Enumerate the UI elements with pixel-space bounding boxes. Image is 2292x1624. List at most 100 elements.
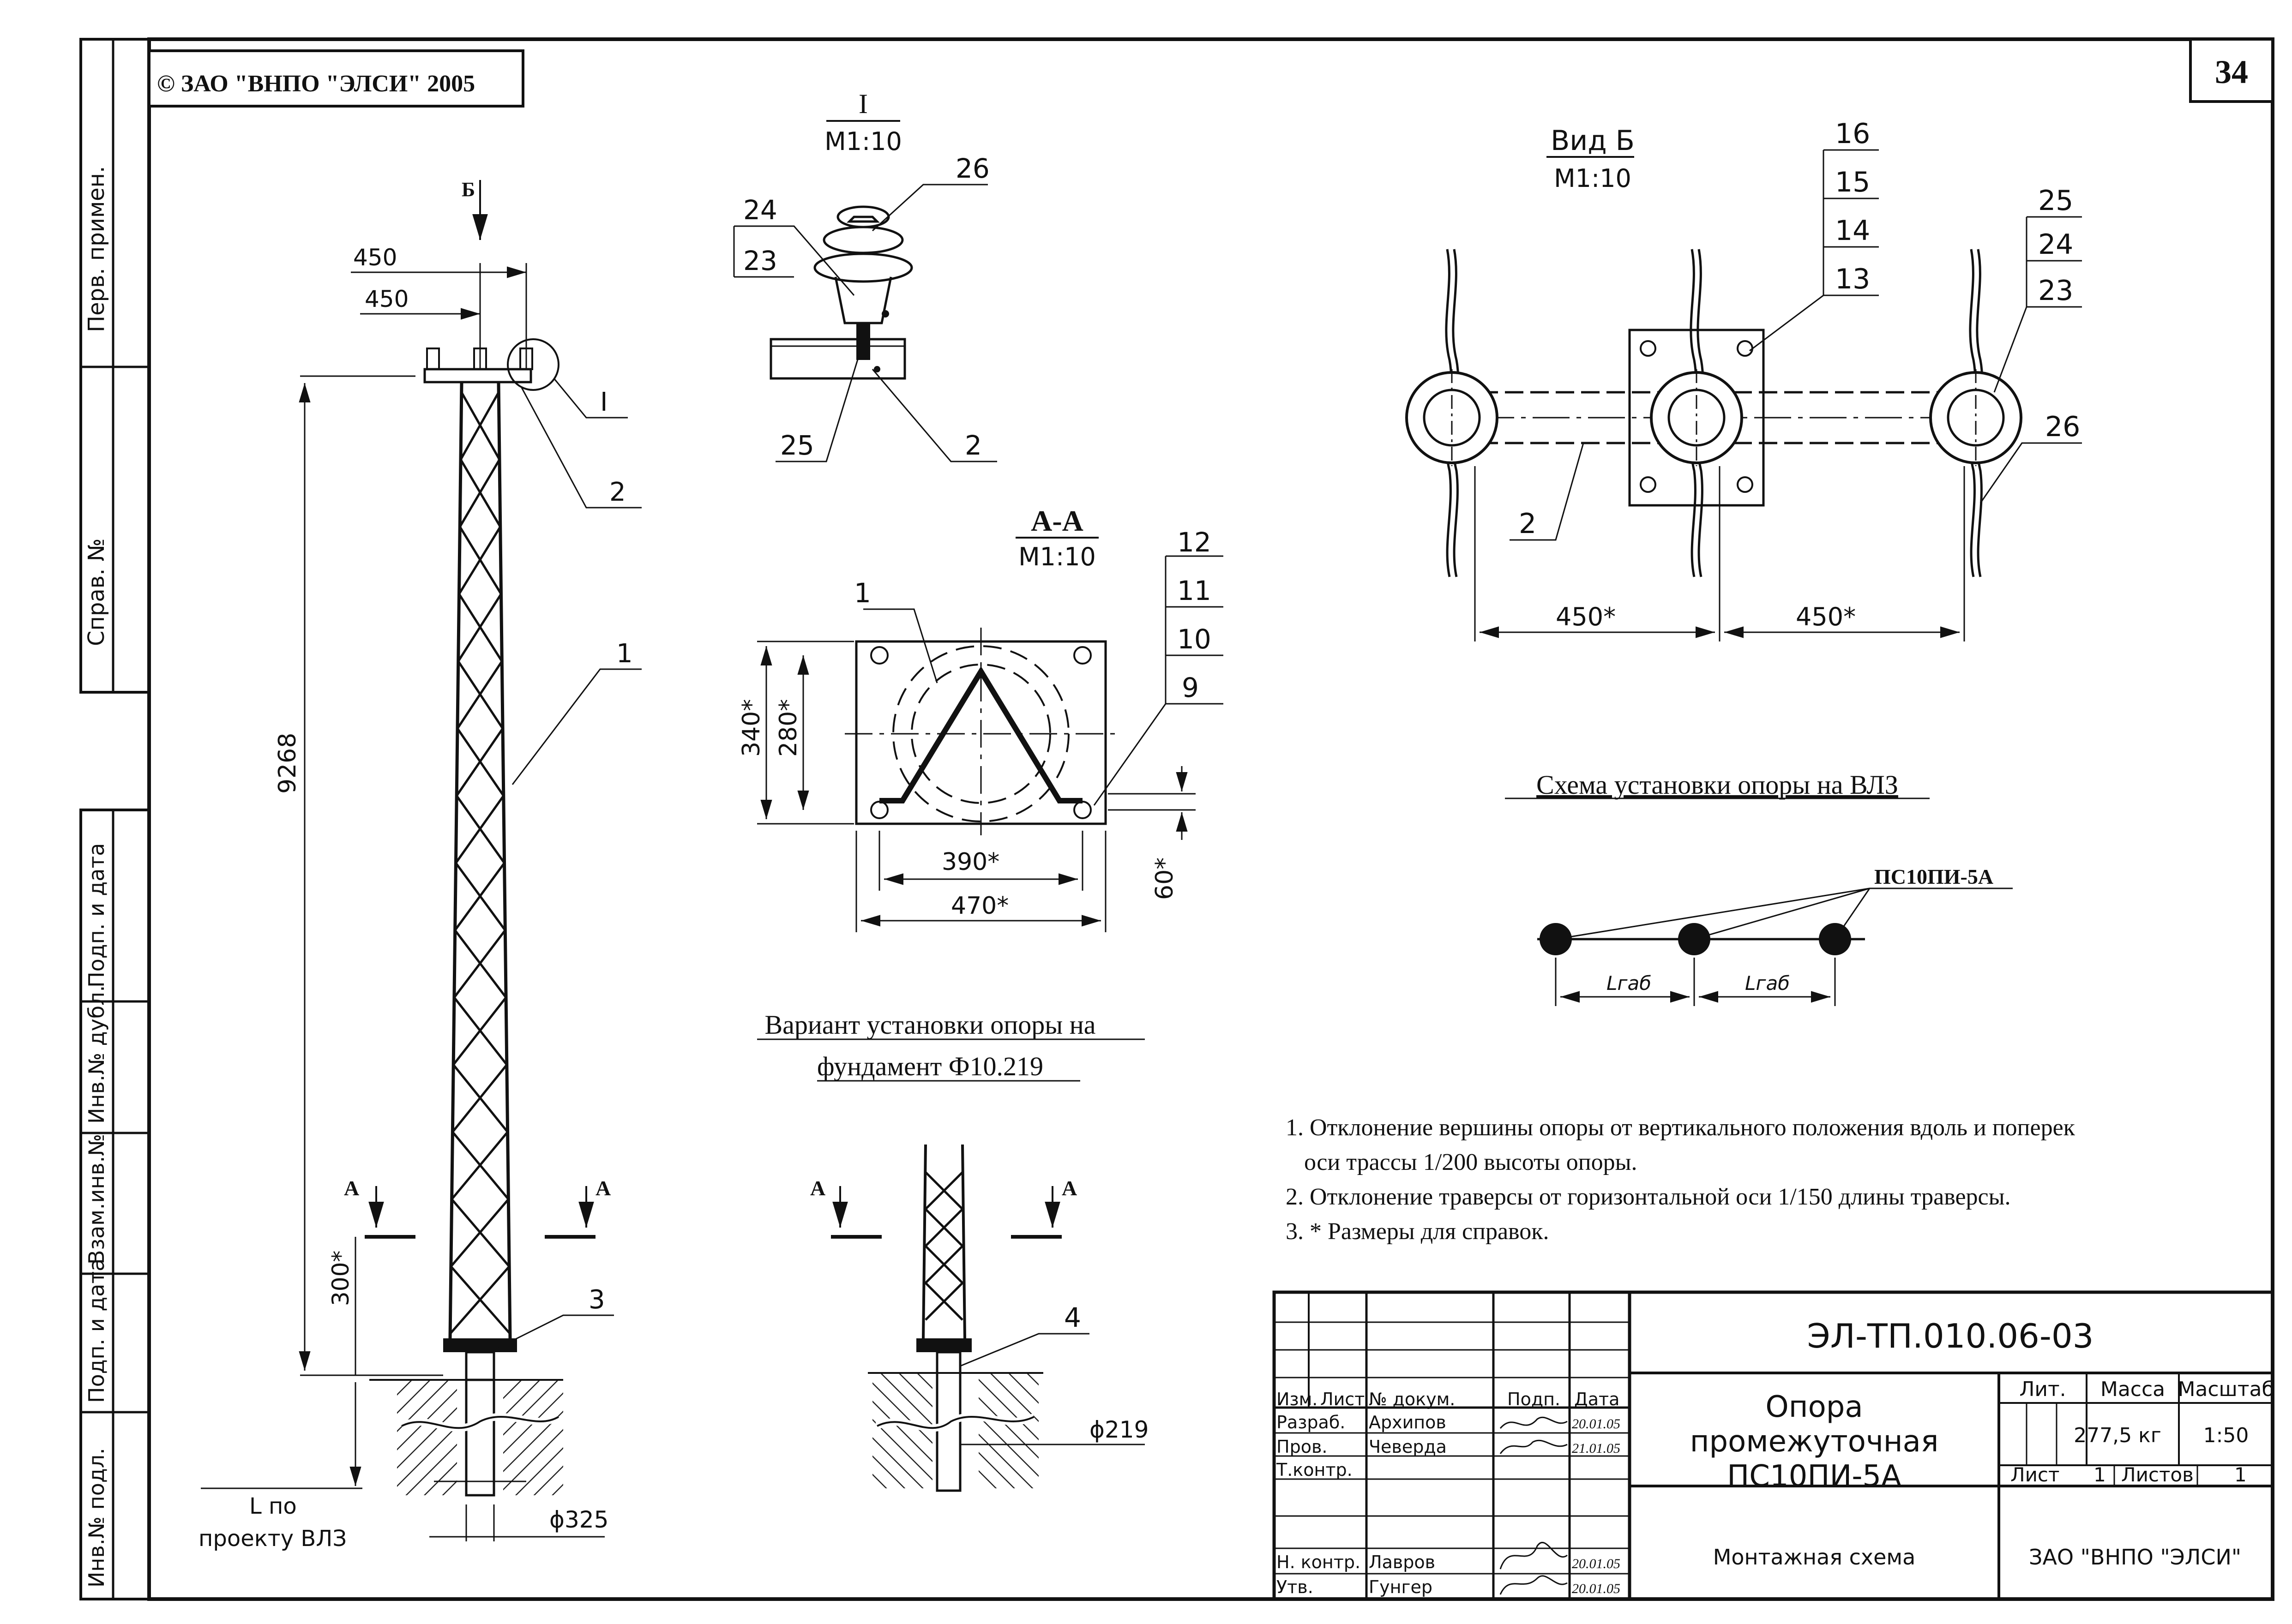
- section-AA: А-А М1:10 340* 280* 390* 470* 60*: [738, 504, 1223, 932]
- installation-scheme: Схема установки опоры на ВЛЗ ПС10ПИ-5А L…: [1505, 770, 2013, 1006]
- prov-role: Пров.: [1276, 1437, 1327, 1457]
- masshtab-value: 1:50: [2203, 1424, 2249, 1447]
- listov-label: Листов: [2121, 1463, 2194, 1486]
- detail-I-callout-2: 2: [965, 430, 982, 461]
- list-label: Лист: [2010, 1463, 2059, 1486]
- pole-section-a-right: А: [596, 1176, 611, 1200]
- company: ЗАО "ВНПО "ЭЛСИ": [2029, 1545, 2241, 1570]
- title-block: [1272, 1290, 2274, 1601]
- view-B-callout-2: 2: [1519, 508, 1536, 540]
- foundation-variant: Вариант установки опоры на фундамент Ф10…: [757, 1010, 1149, 1492]
- L-label-1: L по: [249, 1493, 297, 1519]
- title-block-text: ЭЛ-ТП.010.06-03 Опора промежуточная ПС10…: [1276, 1317, 2274, 1597]
- view-B-title: Вид Б: [1551, 125, 1635, 157]
- name-line-2: промежуточная: [1690, 1425, 1939, 1459]
- list-value: 1: [2093, 1463, 2106, 1486]
- pole-view: Б 450 450 9268: [199, 178, 642, 1552]
- pole-label-b: Б: [462, 178, 475, 201]
- stamp-inv-dubl: Инв.№ дубл.: [84, 985, 109, 1124]
- view-B-callout-23: 23: [2038, 275, 2073, 307]
- section-AA-scale: М1:10: [1018, 542, 1096, 571]
- view-B-callout-14: 14: [1835, 215, 1870, 247]
- view-B-scale: М1:10: [1554, 164, 1631, 193]
- nkontr-name: Лавров: [1369, 1552, 1435, 1572]
- dim-450-top: 450: [353, 244, 397, 271]
- signature-utv: [1499, 1575, 1568, 1595]
- massa-value: 277,5 кг: [2074, 1424, 2161, 1447]
- detail-I-callout-24: 24: [743, 194, 777, 226]
- view-B-callout-26: 26: [2045, 411, 2080, 443]
- stamp-podp-data-1: Подп. и дата: [84, 843, 109, 988]
- view-B-callout-13: 13: [1835, 263, 1870, 295]
- dim-d219: ϕ219: [1089, 1416, 1149, 1443]
- foundation-title-1: Вариант установки опоры на: [764, 1010, 1095, 1040]
- sheet-number-box: [2189, 38, 2274, 103]
- doc-code: ЭЛ-ТП.010.06-03: [1807, 1317, 2094, 1355]
- side-stamp: Перв. примен. Справ. № Подп. и дата Инв.…: [79, 38, 150, 1600]
- col-doc: № докум.: [1369, 1389, 1455, 1409]
- pole-callout-2: 2: [609, 477, 626, 507]
- section-AA-callout-9: 9: [1182, 672, 1199, 703]
- detail-I-callout-25: 25: [780, 430, 814, 461]
- section-AA-callout-11: 11: [1177, 575, 1211, 606]
- detail-I: I М1:10 26 24 23 25 2: [733, 89, 997, 462]
- massa-label: Масса: [2100, 1378, 2165, 1401]
- section-AA-callout-12: 12: [1177, 527, 1211, 558]
- date-razrab: 20.01.05: [1572, 1416, 1620, 1432]
- pole-section-a-left: А: [344, 1176, 359, 1200]
- detail-I-callout-23: 23: [743, 245, 777, 276]
- copyright: © ЗАО "ВНПО "ЭЛСИ" 2005: [157, 71, 475, 97]
- view-B-callout-15: 15: [1835, 166, 1870, 198]
- date-utv: 20.01.05: [1572, 1581, 1620, 1596]
- listov-value: 1: [2234, 1463, 2247, 1486]
- masshtab-label: Масштаб: [2178, 1378, 2274, 1401]
- col-list: Лист: [1320, 1389, 1365, 1409]
- date-nkontr: 20.01.05: [1572, 1556, 1620, 1571]
- copyright-box: [148, 49, 524, 108]
- outer-frame: [147, 37, 2274, 1601]
- stamp-podp-data-2: Подп. и дата: [84, 1258, 109, 1403]
- razrab-role: Разраб.: [1276, 1412, 1345, 1432]
- note-1: 1. Отклонение вершины опоры от вертикаль…: [1286, 1115, 2075, 1141]
- note-2: 2. Отклонение траверсы от горизонтальной…: [1286, 1184, 2011, 1210]
- pole-callout-I: I: [600, 387, 608, 417]
- dim-450-right: 450*: [1796, 602, 1856, 631]
- col-data: Дата: [1574, 1389, 1619, 1409]
- dim-d325: ϕ325: [549, 1506, 608, 1533]
- scheme-lgab-2: Lгаб: [1745, 972, 1790, 995]
- date-prov: 21.01.05: [1572, 1441, 1620, 1456]
- dim-450-left: 450*: [1556, 602, 1616, 631]
- stamp-perv-primen: Перв. примен.: [84, 166, 109, 332]
- utv-name: Гунгер: [1369, 1577, 1432, 1597]
- foundation-section-a-right: А: [1062, 1176, 1077, 1200]
- note-1-cont: оси трассы 1/200 высоты опоры.: [1304, 1149, 1637, 1175]
- dim-340: 340*: [738, 699, 765, 757]
- pole-callout-1: 1: [616, 639, 633, 669]
- dim-470: 470*: [951, 892, 1009, 920]
- stamp-vzam-inv: Взам.инв.№: [84, 1134, 109, 1264]
- signature-prov: [1499, 1439, 1568, 1454]
- razrab-name: Архипов: [1369, 1412, 1446, 1432]
- sheet-number: 34: [2215, 54, 2248, 90]
- view-B-callout-16: 16: [1835, 118, 1870, 150]
- utv-role: Утв.: [1276, 1577, 1313, 1597]
- detail-I-scale: М1:10: [824, 127, 902, 156]
- tkontr-role: Т.контр.: [1276, 1460, 1353, 1480]
- foundation-section-a-left: А: [810, 1176, 825, 1200]
- dim-height: 9268: [274, 733, 301, 794]
- nkontr-role: Н. контр.: [1276, 1552, 1360, 1572]
- detail-I-callout-26: 26: [956, 153, 990, 184]
- drawing-type: Монтажная схема: [1713, 1545, 1916, 1570]
- dim-390: 390*: [942, 848, 999, 876]
- pole-lattice: [449, 391, 511, 1335]
- name-line-1: Опора: [1765, 1390, 1863, 1424]
- detail-I-title: I: [859, 89, 868, 119]
- dim-60: 60*: [1151, 857, 1179, 900]
- col-podp: Подп.: [1507, 1389, 1560, 1409]
- pole-callout-3: 3: [589, 1285, 605, 1315]
- signature-nkontr: [1499, 1541, 1568, 1570]
- section-AA-callout-1: 1: [854, 577, 871, 609]
- dim-280: 280*: [775, 699, 802, 757]
- view-B-callout-24: 24: [2038, 228, 2073, 261]
